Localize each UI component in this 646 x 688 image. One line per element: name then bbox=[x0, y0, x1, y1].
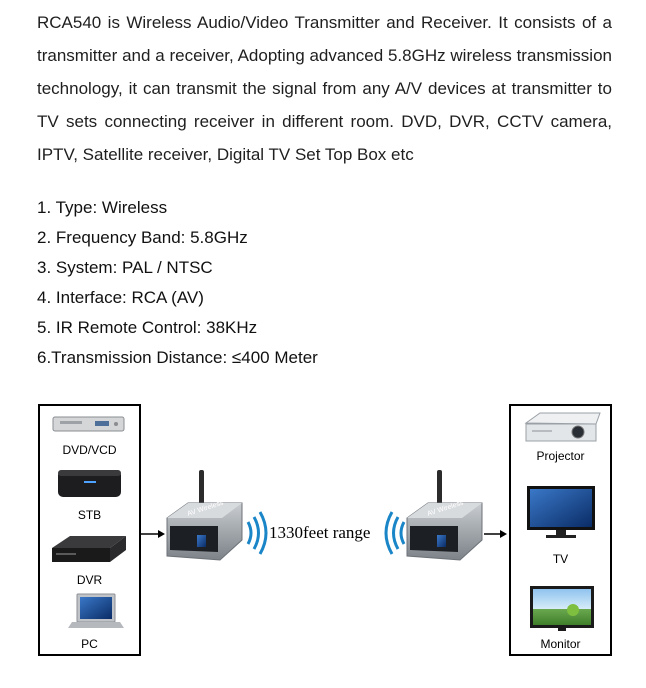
spec-list: 1. Type: Wireless 2. Frequency Band: 5.8… bbox=[37, 193, 318, 373]
output-label-projector: Projector bbox=[536, 449, 585, 463]
set-top-box-icon bbox=[58, 470, 121, 497]
source-label-stb: STB bbox=[77, 508, 102, 522]
transmitter-icon: AV Wireless bbox=[166, 470, 243, 561]
signal-waves-icon bbox=[246, 511, 268, 555]
spec-item: 6.Transmission Distance: ≤400 Meter bbox=[37, 348, 318, 367]
laptop-icon bbox=[68, 593, 124, 628]
output-label-tv: TV bbox=[552, 552, 569, 566]
source-label-dvd: DVD/VCD bbox=[62, 443, 117, 457]
receiver-icon: AV Wireless bbox=[406, 470, 483, 561]
arrow-to-outputs bbox=[484, 530, 507, 538]
spec-item: 1. Type: Wireless bbox=[37, 198, 168, 217]
signal-waves-icon bbox=[384, 511, 406, 555]
spec-item: 3. System: PAL / NTSC bbox=[37, 258, 213, 277]
dvd-player-icon bbox=[52, 416, 125, 432]
tv-icon bbox=[527, 486, 595, 538]
output-label-monitor: Monitor bbox=[540, 637, 581, 651]
spec-item: 5. IR Remote Control: 38KHz bbox=[37, 318, 258, 337]
projector-icon bbox=[524, 412, 601, 442]
spec-item: 4. Interface: RCA (AV) bbox=[37, 288, 204, 307]
source-label-pc: PC bbox=[81, 637, 98, 651]
dvr-icon bbox=[52, 536, 126, 562]
source-label-dvr: DVR bbox=[76, 573, 103, 587]
monitor-icon bbox=[530, 586, 594, 631]
range-label: 1330feet range bbox=[269, 523, 371, 542]
arrow-to-transmitter bbox=[139, 530, 165, 538]
spec-item: 2. Frequency Band: 5.8GHz bbox=[37, 228, 248, 247]
intro-paragraph: RCA540 is Wireless Audio/Video Transmitt… bbox=[37, 13, 612, 164]
